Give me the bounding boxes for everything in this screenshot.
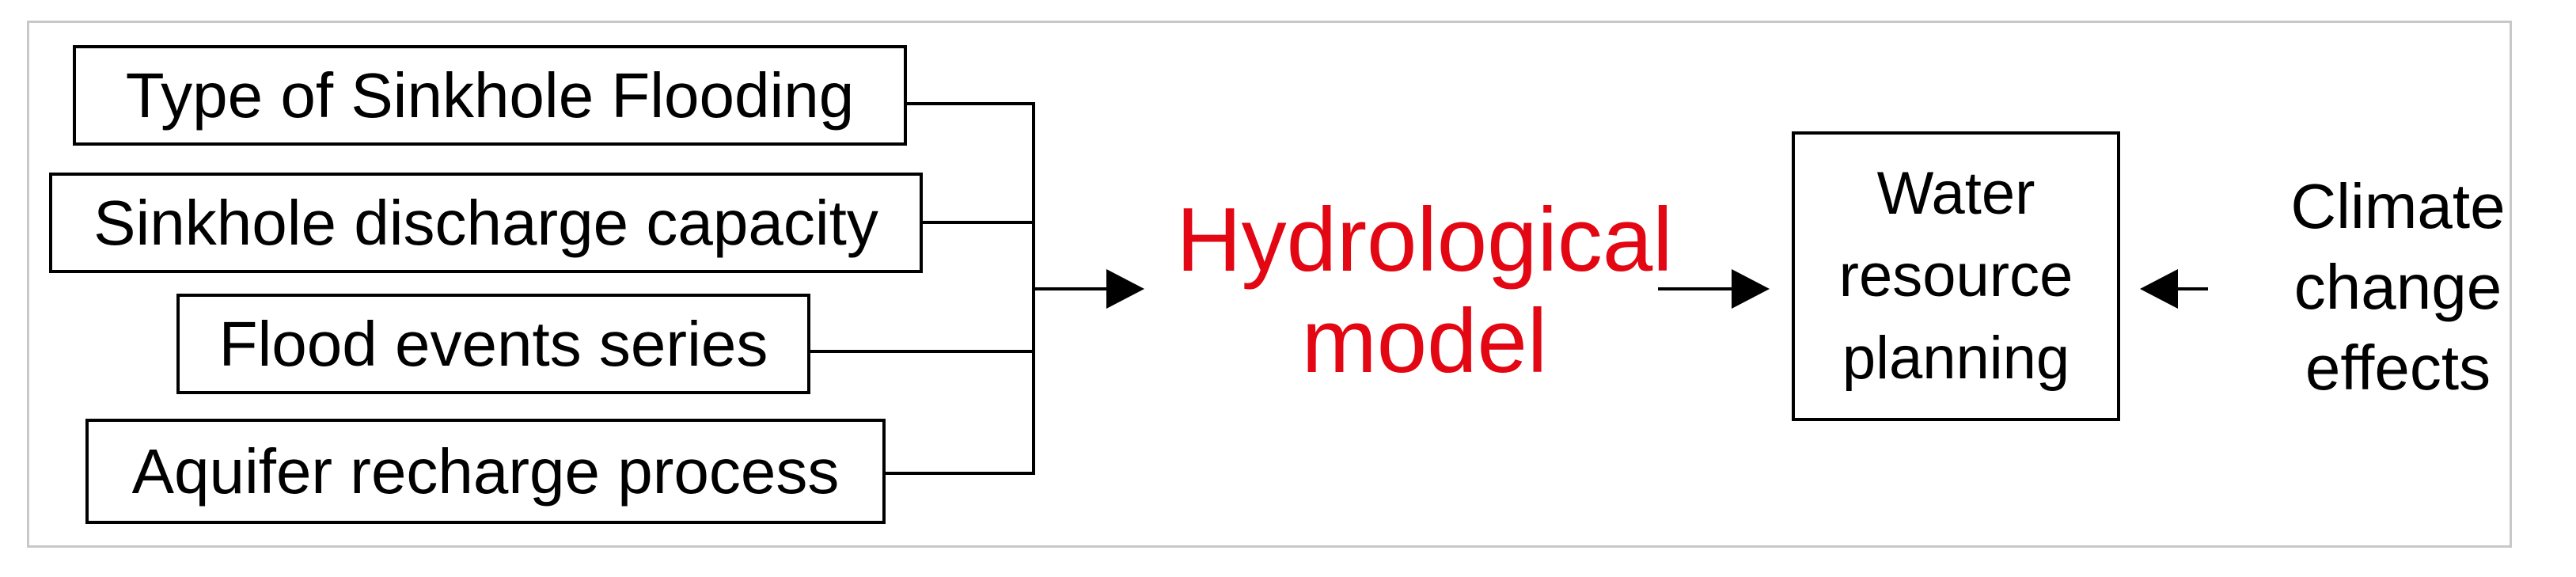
arrowhead-to-model [1106,269,1144,309]
center-line-2: model [1301,291,1548,392]
hydrological-model-label: Hydrological model [1132,190,1717,393]
planning-line-1: Water [1876,160,2035,227]
input-label-flooding-type: Type of Sinkhole Flooding [125,59,855,131]
planning-line-3: planning [1842,325,2070,392]
input-label-flood-events: Flood events series [218,308,768,379]
input-label-aquifer-recharge: Aquifer recharge process [131,435,840,507]
planning-box: Water resource planning [1792,131,2120,421]
input-box-aquifer-recharge: Aquifer recharge process [85,419,886,524]
arrowhead-from-climate [2140,269,2178,309]
climate-change-label: Climate change effects [2248,166,2548,408]
climate-line-3: effects [2305,332,2491,403]
center-line-1: Hydrological [1176,190,1673,290]
input-box-flood-events: Flood events series [176,294,810,394]
input-label-discharge-capacity: Sinkhole discharge capacity [93,187,878,258]
diagram-frame [27,21,2512,548]
climate-line-2: change [2293,252,2502,322]
input-box-discharge-capacity: Sinkhole discharge capacity [49,173,923,273]
input-box-flooding-type: Type of Sinkhole Flooding [73,45,907,146]
climate-line-1: Climate [2290,171,2506,241]
planning-line-2: resource [1838,242,2073,309]
arrowhead-to-planning [1732,269,1770,309]
